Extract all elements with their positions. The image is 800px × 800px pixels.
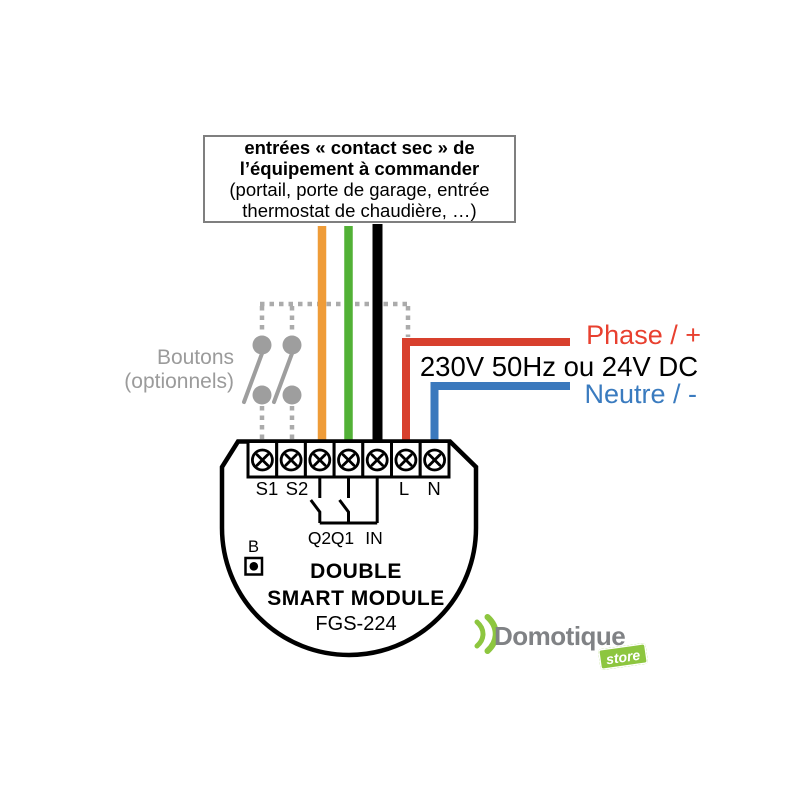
- output-label-q1: Q1: [330, 528, 355, 548]
- module-name-line2: SMART MODULE: [267, 587, 445, 610]
- module-name-line1: DOUBLE: [310, 560, 402, 583]
- terminal-screws: [250, 448, 447, 472]
- screw-icon: [394, 448, 418, 472]
- brand-logo-text: Domotique: [494, 621, 626, 651]
- neutral-label: Neutre / -: [584, 379, 697, 409]
- terminal-label-l: L: [398, 478, 410, 499]
- power-wires: [402, 338, 570, 443]
- logo-arcs-icon: [474, 614, 499, 654]
- screw-icon: [308, 448, 332, 472]
- output-label-in: IN: [365, 528, 383, 548]
- screw-icon: [365, 448, 389, 472]
- terminal-label-s1: S1: [255, 478, 279, 499]
- relay-contact-symbols: [309, 477, 379, 525]
- module-model: FGS-224: [315, 613, 397, 635]
- info-box-line: entrées « contact sec » de: [244, 137, 475, 158]
- dry-contact-info-box: entrées « contact sec » de l’équipement …: [203, 135, 516, 223]
- b-button-label: B: [247, 538, 259, 556]
- optional-buttons-switch-symbols: [242, 335, 302, 405]
- screw-icon: [337, 448, 360, 472]
- phase-wire: [402, 338, 570, 443]
- optional-buttons-label: Boutons (optionnels): [108, 346, 234, 393]
- buttons-label-line: (optionnels): [124, 369, 234, 393]
- screw-icon: [250, 448, 274, 472]
- terminal-label-s2: S2: [285, 478, 309, 499]
- terminal-label-n: N: [427, 478, 441, 499]
- dotted-connector-lines: [259, 301, 411, 441]
- buttons-label-line: Boutons: [156, 346, 234, 369]
- module-body-outline: [219, 439, 479, 658]
- b-service-button-icon: [244, 556, 264, 576]
- info-box-line: l’équipement à commander: [239, 158, 480, 179]
- info-box-line: (portail, porte de garage, entrée: [229, 179, 490, 200]
- screw-icon: [279, 448, 303, 472]
- output-label-q2: Q2: [307, 528, 332, 548]
- neutral-wire: [430, 382, 570, 443]
- voltage-label: 230V 50Hz ou 24V DC: [419, 351, 699, 382]
- phase-label: Phase / +: [586, 320, 701, 350]
- brand-logo-badge-text: store: [604, 646, 642, 667]
- info-box-line: thermostat de chaudière, …): [242, 200, 477, 221]
- screw-icon: [423, 448, 447, 472]
- input-wires: [317, 224, 383, 443]
